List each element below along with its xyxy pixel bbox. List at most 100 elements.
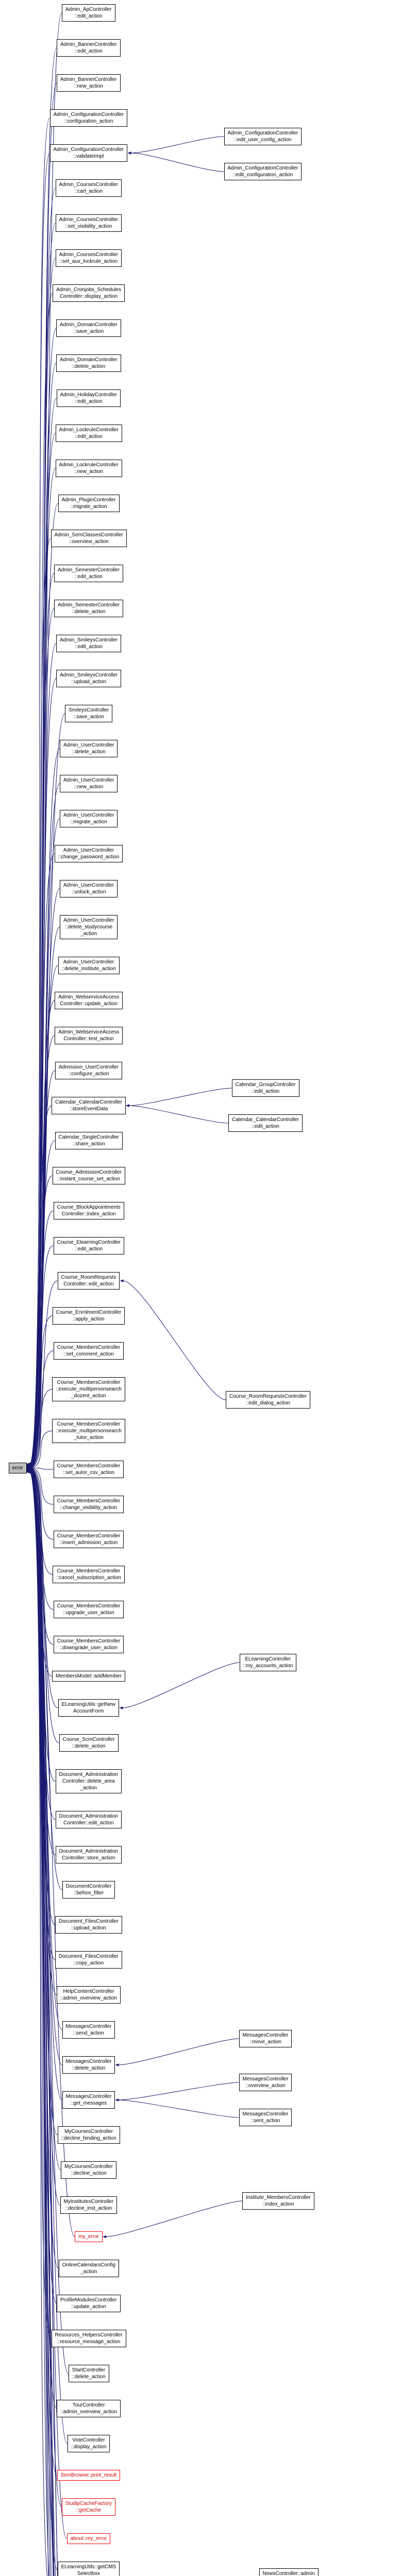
call-graph-node[interactable]: Admin_ConfigurationController::edit_user… xyxy=(224,128,302,145)
call-graph-node[interactable]: Admin_CoursesController::cart_action xyxy=(55,179,122,197)
call-graph-node[interactable]: Course_MembersController::upgrade_user_a… xyxy=(53,1601,124,1618)
call-graph-node[interactable]: Calendar_CalendarController::edit_action xyxy=(228,1114,303,1132)
call-graph-node[interactable]: StudipCacheFactory::getCache xyxy=(61,2498,116,2516)
call-graph-node[interactable]: SmileysController::save_action xyxy=(65,705,113,722)
call-graph-node[interactable]: Admin_UserController::delete_action xyxy=(60,740,118,757)
call-graph-node[interactable]: DocumentController::before_filter xyxy=(62,1881,115,1899)
call-graph-node[interactable]: Document_FilesController::copy_action xyxy=(55,1951,122,1969)
call-graph-node[interactable]: VoteController::display_action xyxy=(67,2435,110,2452)
call-graph-node[interactable]: Admin_HolidayController::edit_action xyxy=(56,389,121,407)
call-graph-node[interactable]: NewsController::admin_news_action xyxy=(259,2568,319,2576)
call-graph-node[interactable]: Admin_UserController::migrate_action xyxy=(60,810,118,827)
node-label-line: Controller::edit_action xyxy=(63,1281,114,1287)
call-graph-node[interactable]: Admin_LockruleController::new_action xyxy=(55,460,122,477)
call-graph-node[interactable]: MessagesController::move_action xyxy=(239,2030,292,2047)
call-graph-node[interactable]: Admin_DomainController::save_action xyxy=(56,319,121,337)
call-graph-node[interactable]: Calendar_SingleController::share_action xyxy=(55,1132,123,1149)
call-graph-node[interactable]: Course_RoomRequestsController::edit_dial… xyxy=(226,1391,311,1409)
call-graph-node[interactable]: Admin_ApController::edit_action xyxy=(62,4,115,22)
call-graph-node[interactable]: Course_MembersController::change_visibil… xyxy=(53,1496,124,1513)
call-graph-node[interactable]: Admin_UserController::new_action xyxy=(60,775,118,792)
node-label-line: ::resource_message_action xyxy=(57,2339,121,2345)
node-label-line: MessagesController xyxy=(242,2076,289,2082)
call-graph-node[interactable]: MessagesController::get_messages xyxy=(62,2091,115,2109)
call-graph-node[interactable]: MessagesController::send_action xyxy=(62,2021,115,2039)
node-label-line: Admin_WebserviceAccess xyxy=(58,1029,120,1035)
call-graph-node[interactable]: Document_FilesController::upload_action xyxy=(55,1916,122,1934)
call-graph-node[interactable]: Admin_LockruleController::edit_action xyxy=(55,425,122,442)
call-graph-node[interactable]: Course_AdmissionController::instant_cour… xyxy=(52,1167,125,1184)
call-graph-node[interactable]: Course_EnrolmentController::apply_action xyxy=(52,1307,125,1325)
call-graph-node[interactable]: Admin_SmileysController::edit_action xyxy=(56,635,122,652)
call-graph-node[interactable]: Course_MembersController::set_comment_ac… xyxy=(53,1342,124,1360)
node-label-line: ::migrate_action xyxy=(70,819,107,825)
call-graph-node[interactable]: Course_ScmController::delete_action xyxy=(59,1734,119,1752)
call-graph-node[interactable]: Admin_SmileysController::upload_action xyxy=(56,670,122,687)
node-label-line: Course_RoomRequestsController xyxy=(229,1394,307,1399)
call-graph-node[interactable]: SemBrowse::print_result xyxy=(57,2470,121,2481)
call-graph-node[interactable]: TourController::admin_overview_action xyxy=(57,2400,121,2417)
call-graph-node[interactable]: Admin_CoursesController::set_visibility_… xyxy=(55,214,122,232)
call-graph-node[interactable]: MessagesController::overview_action xyxy=(239,2074,292,2091)
node-label-line: ::edit_action xyxy=(75,574,103,580)
call-edge xyxy=(29,1467,54,1470)
node-label-line: Controller::edit_action xyxy=(63,1820,114,1826)
call-graph-node[interactable]: Institute_MembersController::index_actio… xyxy=(242,2192,314,2210)
call-graph-node[interactable]: about::my_error xyxy=(66,2533,111,2544)
call-graph-node[interactable]: MessagesController::sent_action xyxy=(239,2109,292,2126)
call-graph-node[interactable]: Admin_ConfigurationController::configura… xyxy=(49,109,128,127)
call-graph-node[interactable]: Admin_UserController::change_password_ac… xyxy=(54,845,123,862)
call-graph-node[interactable]: ELearningController::my_accounts_action xyxy=(239,1654,297,1671)
call-graph-node[interactable]: Admin_ConfigurationController::validateI… xyxy=(49,144,128,162)
call-graph-node[interactable]: Calendar_CalendarController::storeEventD… xyxy=(52,1097,126,1114)
call-graph-node[interactable]: Admin_UserController::delete_institute_a… xyxy=(58,957,120,974)
call-graph-node[interactable]: Course_MembersController::cancel_subscri… xyxy=(53,1566,125,1583)
call-graph-node[interactable]: Admin_SemClassesController::overview_act… xyxy=(51,530,127,547)
node-label-line: Admin_HolidayController xyxy=(60,392,118,398)
call-graph-node[interactable]: MessagesController::delete_action xyxy=(62,2056,115,2074)
call-graph-node[interactable]: Admin_CoursesController::set_aux_lockrul… xyxy=(55,249,122,267)
call-graph-node[interactable]: Admin_PluginController::migrate_action xyxy=(58,495,120,512)
call-graph-node[interactable]: Resources_HelpersController::resource_me… xyxy=(51,2330,126,2347)
call-graph-node[interactable]: MyInstitutesController::decline_inst_act… xyxy=(60,2196,118,2214)
node-label-line: Course_MembersController xyxy=(57,1463,121,1469)
call-graph-node[interactable]: Calendar_GroupController::edit_action xyxy=(231,1079,299,1097)
call-graph-node[interactable]: HelpContentController::admin_overview_ac… xyxy=(57,1986,121,2004)
node-label-line: Admin_ConfigurationController xyxy=(227,130,298,136)
call-graph-node[interactable]: MyCoursesController::decline_binding_act… xyxy=(57,2126,120,2144)
node-label-line: ::edit_dialog_action xyxy=(245,1400,291,1406)
call-graph-node[interactable]: Admission_UserController::configure_acti… xyxy=(55,1062,123,1079)
call-graph-node[interactable]: Admin_DomainController::delete_action xyxy=(56,354,121,372)
call-graph-node[interactable]: Admin_UserController::unlock_action xyxy=(60,880,118,897)
call-graph-node[interactable]: Course_MembersController::downgrade_user… xyxy=(53,1636,124,1653)
call-graph-node[interactable]: Admin_SemesterController::edit_action xyxy=(54,565,124,582)
call-graph-node[interactable]: Course_MembersController::execute_multip… xyxy=(52,1377,125,1401)
node-label-line: ::delete_action xyxy=(72,1743,106,1749)
call-graph-node[interactable]: OnlineCalendarsConfig_action xyxy=(58,2260,119,2277)
call-graph-node[interactable]: my_error xyxy=(75,2231,103,2242)
node-label-line: Admin_BannerController xyxy=(60,42,117,47)
call-graph-node[interactable]: ProfileModulesController::update_action xyxy=(57,2295,121,2312)
call-graph-node[interactable]: Admin_UserController::delete_studycourse… xyxy=(60,915,118,939)
call-graph-node[interactable]: Course_MembersController::insert_admissi… xyxy=(53,1531,124,1548)
call-graph-node[interactable]: Admin_BannerController::new_action xyxy=(57,74,121,92)
call-graph-node[interactable]: Admin_ConfigurationController::edit_conf… xyxy=(224,163,302,180)
call-graph-node[interactable]: MyCoursesController::decline_action xyxy=(61,2161,116,2179)
call-graph-node[interactable]: StartController::delete_action xyxy=(68,2365,109,2382)
call-graph-node[interactable]: Course_MembersController::execute_multip… xyxy=(52,1419,125,1443)
call-graph-node[interactable]: Course_MembersController::set_autor_csv_… xyxy=(53,1461,124,1478)
call-graph-node[interactable]: Admin_BannerController::edit_action xyxy=(57,39,121,57)
call-graph-node[interactable]: Course_ElearningController::edit_action xyxy=(53,1237,124,1255)
call-graph-node[interactable]: Admin_SemesterController::delete_action xyxy=(54,600,124,617)
call-graph-node[interactable]: MembersModel::addMember xyxy=(52,1671,125,1682)
